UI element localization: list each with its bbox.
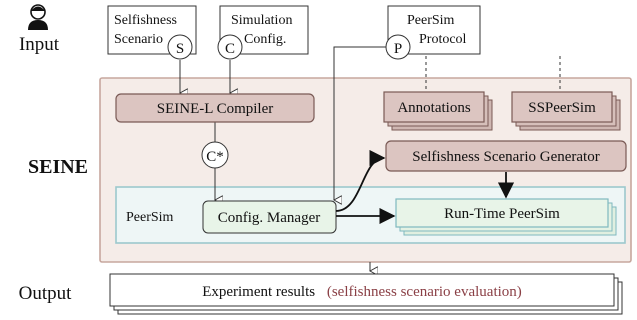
- output-label-text: Experiment results: [202, 284, 315, 300]
- seine-label: SEINE: [28, 156, 88, 178]
- sspeersim-label: SSPeerSim: [528, 100, 596, 116]
- scenario-generator: Selfishness Scenario Generator: [385, 140, 627, 172]
- simulation-config-line2: Config.: [244, 32, 286, 47]
- input-label: Input: [19, 34, 60, 55]
- p-to-manager-arrow: [334, 46, 388, 200]
- generator-label: Selfishness Scenario Generator: [412, 149, 599, 165]
- config-manager-label: Config. Manager: [218, 210, 320, 226]
- peersim-protocol-line2: Protocol: [419, 32, 467, 47]
- selfishness-scenario-line1: Selfishness: [114, 13, 177, 28]
- badge-c-label: C: [225, 41, 235, 57]
- runtime-label: Run-Time PeerSim: [444, 206, 560, 222]
- badge-p: P: [385, 34, 411, 60]
- peersim-protocol-line1: PeerSim: [407, 13, 455, 28]
- annotations-label: Annotations: [397, 100, 470, 116]
- badge-s-label: S: [176, 41, 184, 57]
- badge-s: S: [167, 34, 193, 60]
- runtime-peersim-stack: Run-Time PeerSim: [395, 198, 617, 236]
- annotations-stack: Annotations: [383, 91, 493, 131]
- connectors: [180, 46, 561, 271]
- config-manager: Config. Manager: [202, 200, 337, 234]
- solid-arrows: [335, 149, 515, 225]
- compiler-label: SEINE-L Compiler: [157, 101, 274, 117]
- output-text: Experiment results (selfishness scenario…: [202, 284, 522, 300]
- manager-to-generator-arrow: [335, 149, 386, 212]
- output-label: Output: [19, 283, 73, 304]
- badge-c: C: [217, 34, 243, 60]
- selfishness-scenario-line2: Scenario: [114, 32, 163, 47]
- user-icon: [28, 4, 48, 30]
- seine-l-compiler: SEINE-L Compiler: [115, 93, 315, 123]
- simulation-config-line1: Simulation: [231, 13, 292, 28]
- badge-c-star: C*: [201, 141, 229, 169]
- badge-c-star-label: C*: [206, 149, 224, 165]
- badge-p-label: P: [394, 41, 402, 57]
- sspeersim-stack: SSPeerSim: [511, 91, 621, 131]
- peersim-label: PeerSim: [126, 210, 174, 225]
- output-stack: Experiment results (selfishness scenario…: [109, 273, 623, 315]
- output-note: (selfishness scenario evaluation): [327, 284, 522, 300]
